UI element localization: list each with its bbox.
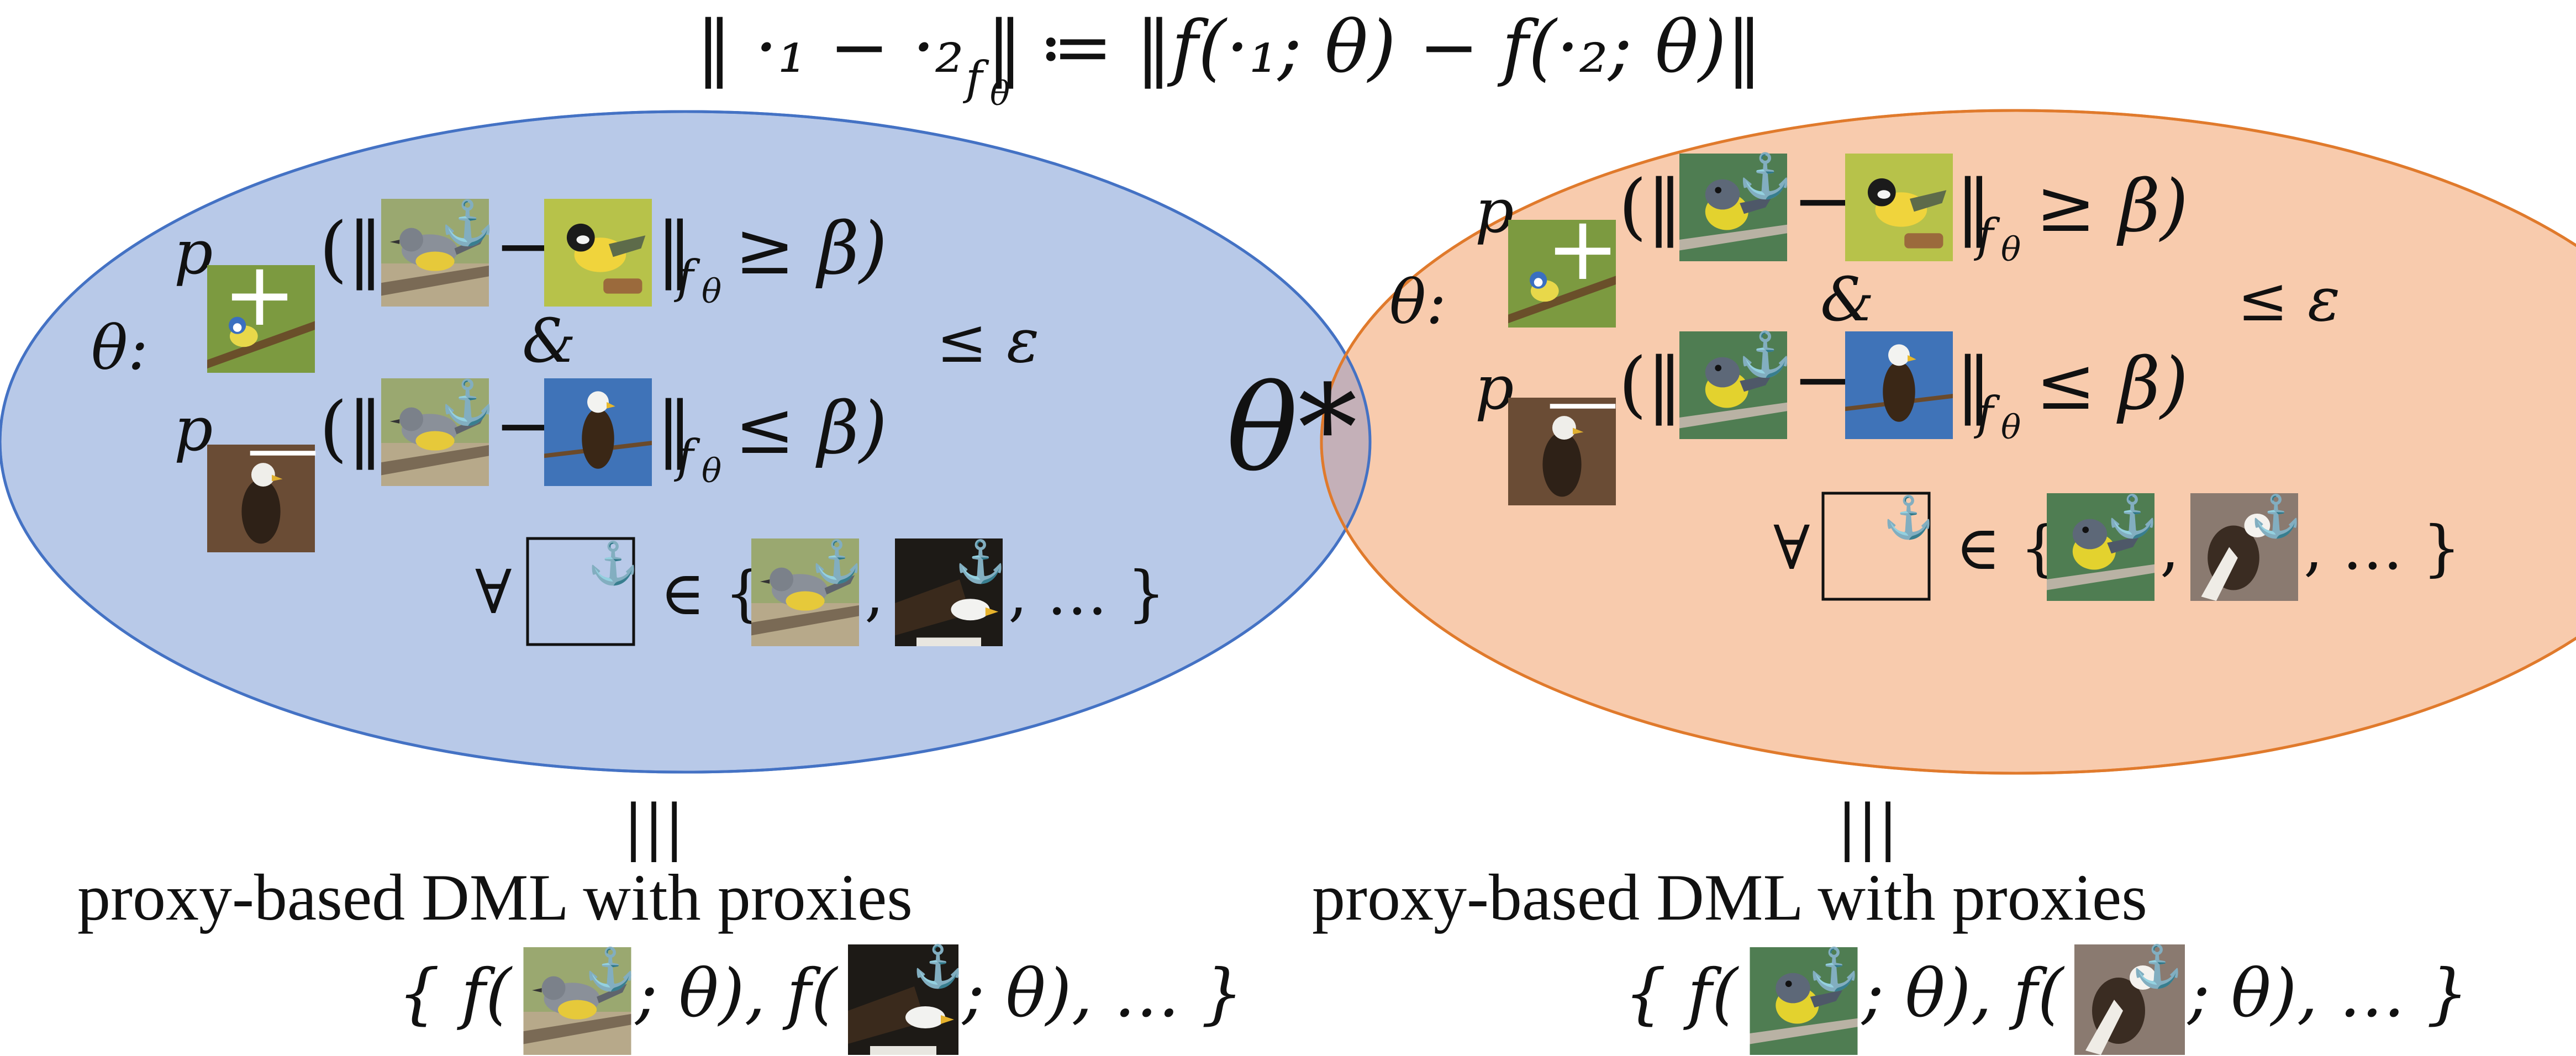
right-negative-thumb: — (1508, 358, 1619, 505)
right-pos-negative-thumb (1845, 154, 1953, 261)
right-equiv-symbol: ||| (1837, 791, 1898, 862)
left-equiv-symbol: ||| (623, 791, 684, 862)
right-pos-p: p (1475, 176, 1514, 246)
anchor-icon: ⚓ (913, 943, 963, 990)
left-pos-norm-close: ‖ (656, 207, 692, 291)
anchor-icon: ⚓ (440, 198, 494, 248)
right-pos-norm-close: ‖ (1956, 164, 1992, 248)
left-anchor-set-thumb-2: ⚓ (895, 538, 1006, 646)
anchor-icon: ⚓ (1738, 151, 1792, 201)
left-pos-relation: ≥ β) (735, 207, 887, 291)
norm-lhs: ‖ ·₁ − ·₂ ‖ (696, 5, 1023, 89)
left-set-content: θ: p + (‖ ⚓ − ‖ f θ ≥ β) & ≤ ε p — (‖ ⚓ … (91, 198, 1166, 646)
right-neg-sub-theta: θ (2001, 408, 2021, 447)
left-proxy-set-open: { f( (398, 955, 513, 1032)
minus-sign: — (1547, 358, 1619, 442)
left-bound: ≤ ε (936, 305, 1039, 376)
left-neg-relation: ≤ β) (735, 386, 887, 470)
right-pos-sub-theta: θ (2001, 230, 2021, 269)
right-neg-negative-thumb (1845, 331, 1953, 439)
right-neg-p: p (1475, 352, 1514, 423)
anchor-icon: ⚓ (585, 946, 636, 993)
anchor-icon: ⚓ (1809, 946, 1859, 993)
right-bound: ≤ ε (2237, 264, 2340, 335)
left-proxy-thumb-2: ⚓ (848, 943, 963, 1055)
left-pos-p: p (174, 217, 213, 288)
left-set-comma: , (865, 558, 884, 629)
bottom-left-block: ||| proxy-based DML with proxies { f( ⚓ … (77, 791, 1243, 1055)
left-caption: proxy-based DML with proxies (77, 860, 913, 934)
left-and: & (522, 305, 576, 376)
left-in-open: ∈ { (660, 558, 763, 629)
right-in-open: ∈ { (1956, 513, 2058, 583)
right-set-comma: , (2160, 513, 2179, 583)
left-proxy-set-mid: ; θ), f( (634, 955, 838, 1032)
left-proxy-thumb-1: ⚓ (523, 946, 636, 1055)
right-proxy-set-close: ; θ), … } (2187, 955, 2468, 1032)
right-pos-minus: − (1793, 159, 1853, 242)
left-neg-anchor-thumb: ⚓ (381, 378, 494, 486)
anchor-icon: ⚓ (2132, 943, 2183, 990)
right-anchor-set-thumb-1: ⚓ (2047, 493, 2158, 601)
left-neg-open: (‖ (319, 386, 383, 470)
intersection-theta-star: θ* (1226, 359, 1357, 498)
left-pos-anchor-thumb: ⚓ (381, 198, 494, 307)
anchor-icon: ⚓ (812, 538, 862, 585)
left-negative-thumb: — (207, 405, 319, 552)
left-proxy-set-close: ; θ), … } (961, 955, 1243, 1032)
right-neg-open: (‖ (1619, 342, 1683, 426)
right-neg-relation: ≤ β) (2036, 342, 2188, 426)
left-pos-sub-theta: θ (702, 272, 721, 311)
right-neg-minus: − (1793, 337, 1853, 421)
minus-sign: — (247, 405, 319, 489)
right-pos-anchor-thumb: ⚓ (1679, 151, 1792, 261)
left-anchor-placeholder-box: ⚓ (526, 537, 639, 646)
left-neg-negative-thumb (544, 378, 652, 486)
norm-subscript-theta: θ (990, 75, 1010, 113)
right-caption: proxy-based DML with proxies (1312, 860, 2147, 934)
right-theta-label: θ: (1389, 267, 1446, 337)
right-proxy-thumb-1: ⚓ (1750, 946, 1859, 1055)
right-forall: ∀ (1773, 513, 1810, 583)
right-anchor-placeholder-box: ⚓ (1821, 492, 1934, 601)
right-pos-relation: ≥ β) (2036, 164, 2188, 248)
norm-definition: ‖ ·₁ − ·₂ ‖ f θ ≔ ‖f(·₁; θ) − f(·₂; θ)‖ (696, 5, 1762, 113)
anchor-icon: ⚓ (955, 538, 1006, 585)
plus-sign: + (223, 242, 297, 346)
right-proxy-set-mid: ; θ), f( (1861, 955, 2064, 1032)
anchor-icon: ⚓ (588, 540, 639, 587)
left-anchor-set-thumb-1: ⚓ (751, 538, 862, 646)
left-pos-negative-thumb (544, 199, 652, 307)
anchor-icon: ⚓ (2107, 493, 2158, 540)
anchor-icon: ⚓ (2251, 493, 2301, 540)
left-forall: ∀ (475, 557, 512, 627)
norm-rhs: ≔ ‖f(·₁; θ) − f(·₂; θ)‖ (1039, 5, 1762, 89)
anchor-icon: ⚓ (1883, 494, 1934, 541)
right-set-ellipsis: , … } (2304, 513, 2461, 583)
right-proxy-thumb-2: ⚓ (2074, 943, 2185, 1055)
right-neg-norm-close: ‖ (1956, 342, 1992, 426)
bottom-right-block: ||| proxy-based DML with proxies { f( ⚓ … (1312, 791, 2468, 1055)
left-positive-thumb: + (207, 242, 315, 373)
right-and: & (1820, 264, 1874, 335)
left-neg-p: p (174, 394, 213, 464)
right-proxy-set-open: { f( (1624, 955, 1739, 1032)
right-set-content: θ: p + (‖ ⚓ − ‖ f θ ≥ β) & ≤ ε p — (‖ ⚓ … (1389, 151, 2461, 601)
anchor-icon: ⚓ (440, 378, 494, 427)
left-pos-open: (‖ (319, 207, 383, 291)
left-neg-sub-theta: θ (702, 452, 721, 490)
left-set-ellipsis: , … } (1008, 558, 1166, 629)
plus-sign: + (1546, 197, 1620, 300)
right-positive-thumb: + (1508, 197, 1620, 328)
right-neg-anchor-thumb: ⚓ (1679, 330, 1792, 439)
left-theta-label: θ: (91, 313, 148, 383)
left-neg-norm-close: ‖ (656, 386, 692, 470)
right-pos-open: (‖ (1619, 164, 1683, 248)
anchor-icon: ⚓ (1738, 330, 1792, 379)
right-anchor-set-thumb-2: ⚓ (2190, 493, 2301, 601)
